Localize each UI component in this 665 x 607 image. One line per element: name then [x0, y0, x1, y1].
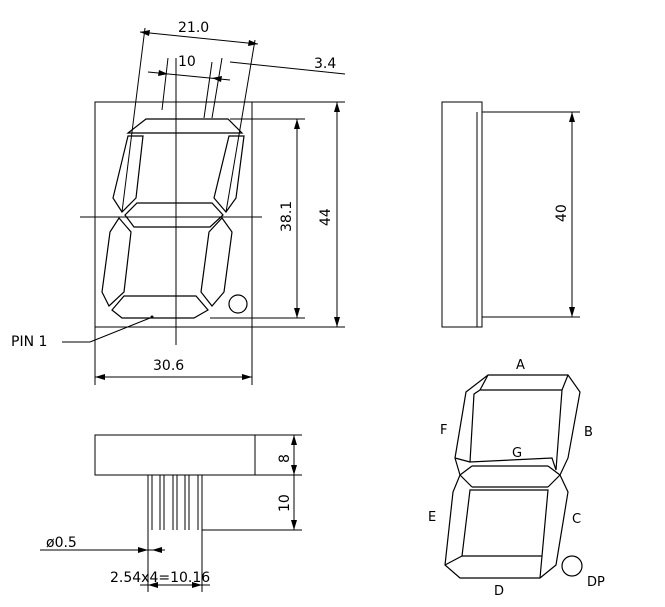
segment-label-e: E	[428, 510, 436, 525]
dim-3-4-line	[229, 61, 346, 75]
pin1-marker	[150, 315, 154, 319]
map-edge-a-left	[479, 374, 489, 391]
dim-digit-height-label: 38.1	[279, 201, 295, 232]
map-edge-g-left-low	[459, 474, 473, 488]
dim-pitch-arrow-left	[148, 582, 158, 588]
bottom-view: 8 10 ø0.5 2.54x4=10.16	[40, 434, 302, 592]
dim-40-arrow-top	[569, 112, 575, 122]
dim-8-arrow-top	[291, 435, 297, 445]
pin1-leader-diag	[89, 317, 151, 343]
front-segment-d	[111, 295, 209, 319]
dim-pitch-arrow-right	[192, 582, 202, 588]
dim-38-arrow-bottom	[294, 308, 300, 318]
map-lower-window	[461, 489, 549, 557]
dim-10-arrow-left	[158, 70, 168, 76]
dim-width-top-label: 21.0	[178, 20, 209, 36]
dim-3-4-ext	[211, 57, 223, 119]
front-view: 21.0 10 3.4 38.1 44 30.6	[11, 20, 346, 385]
segment-label-d: D	[494, 584, 504, 599]
dim-dia-arrow-left	[138, 547, 148, 553]
dim-21-arrow-right	[248, 40, 258, 46]
front-body-outline	[94, 101, 253, 328]
dim-pin-diameter-label: ø0.5	[46, 535, 77, 551]
segment-label-f: F	[440, 423, 447, 438]
dim-44-arrow-top	[334, 102, 340, 112]
front-segment-f	[112, 135, 144, 213]
segment-label-c: C	[572, 512, 581, 527]
dim-segment-width-label: 10	[178, 54, 196, 70]
map-edge-d-right	[539, 555, 543, 579]
bottom-body-outline	[94, 434, 256, 476]
front-segment-g	[124, 202, 224, 228]
map-decimal-point	[561, 555, 583, 577]
dim-pin-length-label: 10	[277, 494, 293, 512]
segment-label-a: A	[516, 358, 525, 373]
dim-8-arrow-bottom	[291, 465, 297, 475]
segment-map: A B C D E F G DP	[428, 358, 605, 599]
front-segment-e	[101, 216, 132, 307]
dim-30-arrow-right	[242, 374, 252, 380]
front-segment-c	[200, 217, 233, 307]
segment-label-dp: DP	[587, 575, 605, 590]
front-decimal-point	[228, 294, 248, 314]
segment-map-outline	[444, 374, 581, 579]
front-digit	[101, 118, 248, 319]
dim-body-thickness-label: 8	[277, 454, 293, 463]
side-view: 40	[441, 101, 580, 328]
map-edge-d-left	[444, 555, 463, 566]
dim-38-arrow-top	[294, 119, 300, 129]
dim-total-width-label: 30.6	[153, 358, 184, 374]
map-edge-f-bottom	[454, 457, 471, 463]
dim-40-arrow-bottom	[569, 307, 575, 317]
dim-21-ext-left	[121, 27, 146, 213]
dim-30-arrow-left	[95, 374, 105, 380]
segment-label-b: B	[584, 425, 593, 440]
dim-21-arrow-left	[140, 30, 150, 36]
front-segment-a	[126, 118, 244, 134]
segment-label-g: G	[512, 446, 522, 461]
dim-total-height-label: 44	[318, 208, 334, 226]
dim-pin-pitch-label: 2.54x4=10.16	[110, 570, 210, 586]
side-body-outline	[441, 101, 483, 328]
dim-pin-arrow-bottom	[291, 520, 297, 530]
dim-21-line	[139, 31, 259, 45]
dim-slant-label: 3.4	[314, 56, 336, 72]
pin1-label: PIN 1	[11, 334, 47, 350]
front-segment-b	[213, 135, 245, 213]
dim-44-arrow-bottom	[334, 317, 340, 327]
map-edge-g-left	[459, 465, 473, 476]
map-edge-a-right	[561, 374, 569, 391]
dim-dia-arrow-right	[152, 547, 162, 553]
dim-10-arrow-right	[212, 76, 222, 82]
dim-side-height-label: 40	[554, 204, 570, 222]
dim-10-ext-right	[203, 61, 213, 119]
map-edge-g-right	[547, 465, 561, 476]
dim-10-ext-left	[161, 57, 169, 111]
dim-21-ext-right	[225, 39, 256, 213]
map-edge-g-right-low	[547, 474, 561, 488]
